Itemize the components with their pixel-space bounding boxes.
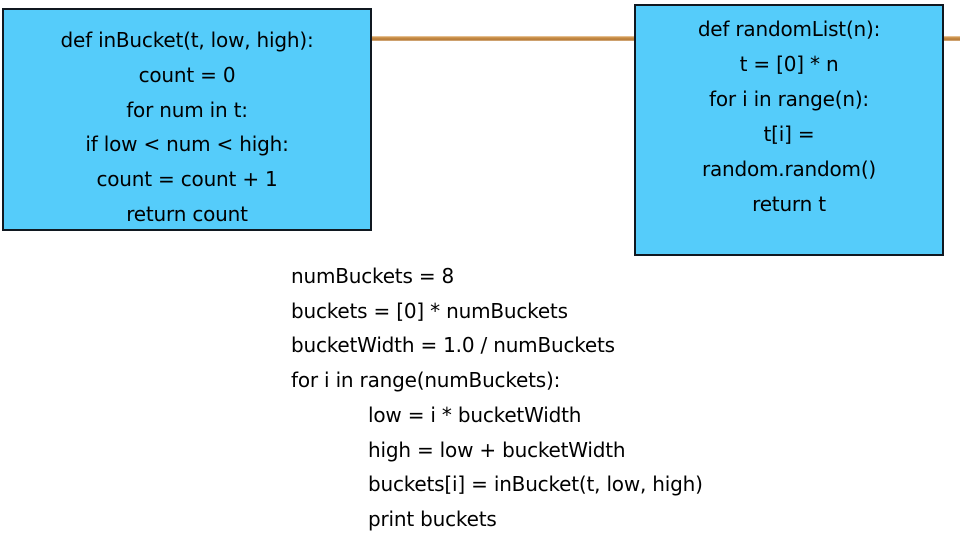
code-line: for num in t: <box>126 97 248 122</box>
code-line: high = low + bucketWidth <box>368 437 626 462</box>
code-line: def randomList(n): <box>697 17 881 41</box>
code-line: def inBucket(t, low, high): <box>60 28 314 52</box>
code-line: count = 0 <box>138 62 236 87</box>
code-line: t[i] = <box>763 122 815 146</box>
code-line: random.random() <box>701 157 877 181</box>
code-line: return count <box>126 201 248 226</box>
right-code-box[interactable]: def randomList(n): t = [0] * n for i in … <box>634 4 944 256</box>
code-line: for i in range(n): <box>709 87 869 111</box>
code-line: if low < num < high: <box>85 132 289 157</box>
code-line: return t <box>752 192 826 216</box>
code-line: count = count + 1 <box>96 167 278 192</box>
code-line: for i in range(numBuckets): <box>291 368 561 393</box>
code-line: t = [0] * n <box>739 52 839 76</box>
code-line: bucketWidth = 1.0 / numBuckets <box>291 333 615 358</box>
code-line: print buckets <box>368 506 497 531</box>
code-line: low = i * bucketWidth <box>368 402 582 427</box>
code-line: buckets = [0] * numBuckets <box>291 298 568 323</box>
bottom-code-block: numBuckets = 8 buckets = [0] * numBucket… <box>291 259 911 537</box>
code-line: numBuckets = 8 <box>291 264 455 288</box>
left-code-body: def inBucket(t, low, high): count = 0 fo… <box>4 10 370 232</box>
left-code-box[interactable]: def inBucket(t, low, high): count = 0 fo… <box>2 8 372 231</box>
right-code-body: def randomList(n): t = [0] * n for i in … <box>636 6 942 222</box>
code-line: buckets[i] = inBucket(t, low, high) <box>368 472 703 497</box>
